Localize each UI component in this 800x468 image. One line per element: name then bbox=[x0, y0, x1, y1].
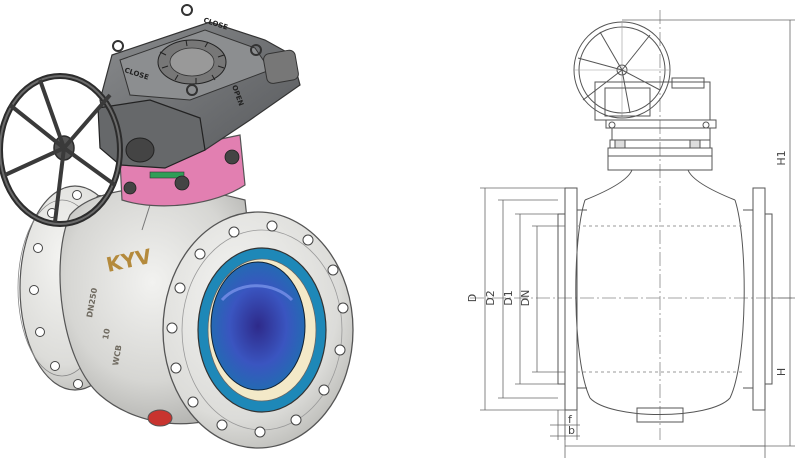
drain-plug bbox=[147, 409, 173, 427]
material-text: WCB bbox=[111, 344, 123, 366]
bonnet bbox=[119, 134, 246, 207]
label-b: b bbox=[568, 424, 575, 437]
handwheel bbox=[0, 73, 123, 227]
centre-lines bbox=[470, 10, 795, 440]
lifting-eyes bbox=[112, 4, 262, 96]
drawing-gearbox bbox=[594, 77, 717, 149]
label-D1: D1 bbox=[502, 290, 515, 305]
drawing-bonnet bbox=[584, 139, 736, 201]
front-flange bbox=[162, 211, 354, 449]
label-H1: H1 bbox=[775, 150, 788, 165]
bonnet-nuts bbox=[123, 149, 240, 195]
label-D2: D2 bbox=[484, 290, 497, 305]
flange-bolt-holes bbox=[166, 220, 349, 438]
gearbox: CLOSE CLOSE OPEN bbox=[97, 4, 301, 169]
technical-drawing bbox=[470, 10, 795, 458]
label-H: H bbox=[775, 368, 788, 376]
drawing-body bbox=[557, 187, 773, 423]
label-f: f bbox=[568, 413, 573, 426]
bore bbox=[210, 261, 306, 391]
valve-render: KYV DN250 10 WCB bbox=[0, 4, 354, 449]
pressure-text: 10 bbox=[101, 327, 112, 340]
indicator-ticks bbox=[159, 39, 225, 84]
drawing-handwheel bbox=[573, 21, 671, 119]
label-DN: DN bbox=[519, 290, 532, 307]
label-D: D bbox=[466, 294, 479, 302]
dimension-labels: D D2 D1 DN H1 H f b bbox=[466, 150, 788, 437]
dimension-lines bbox=[480, 19, 795, 458]
